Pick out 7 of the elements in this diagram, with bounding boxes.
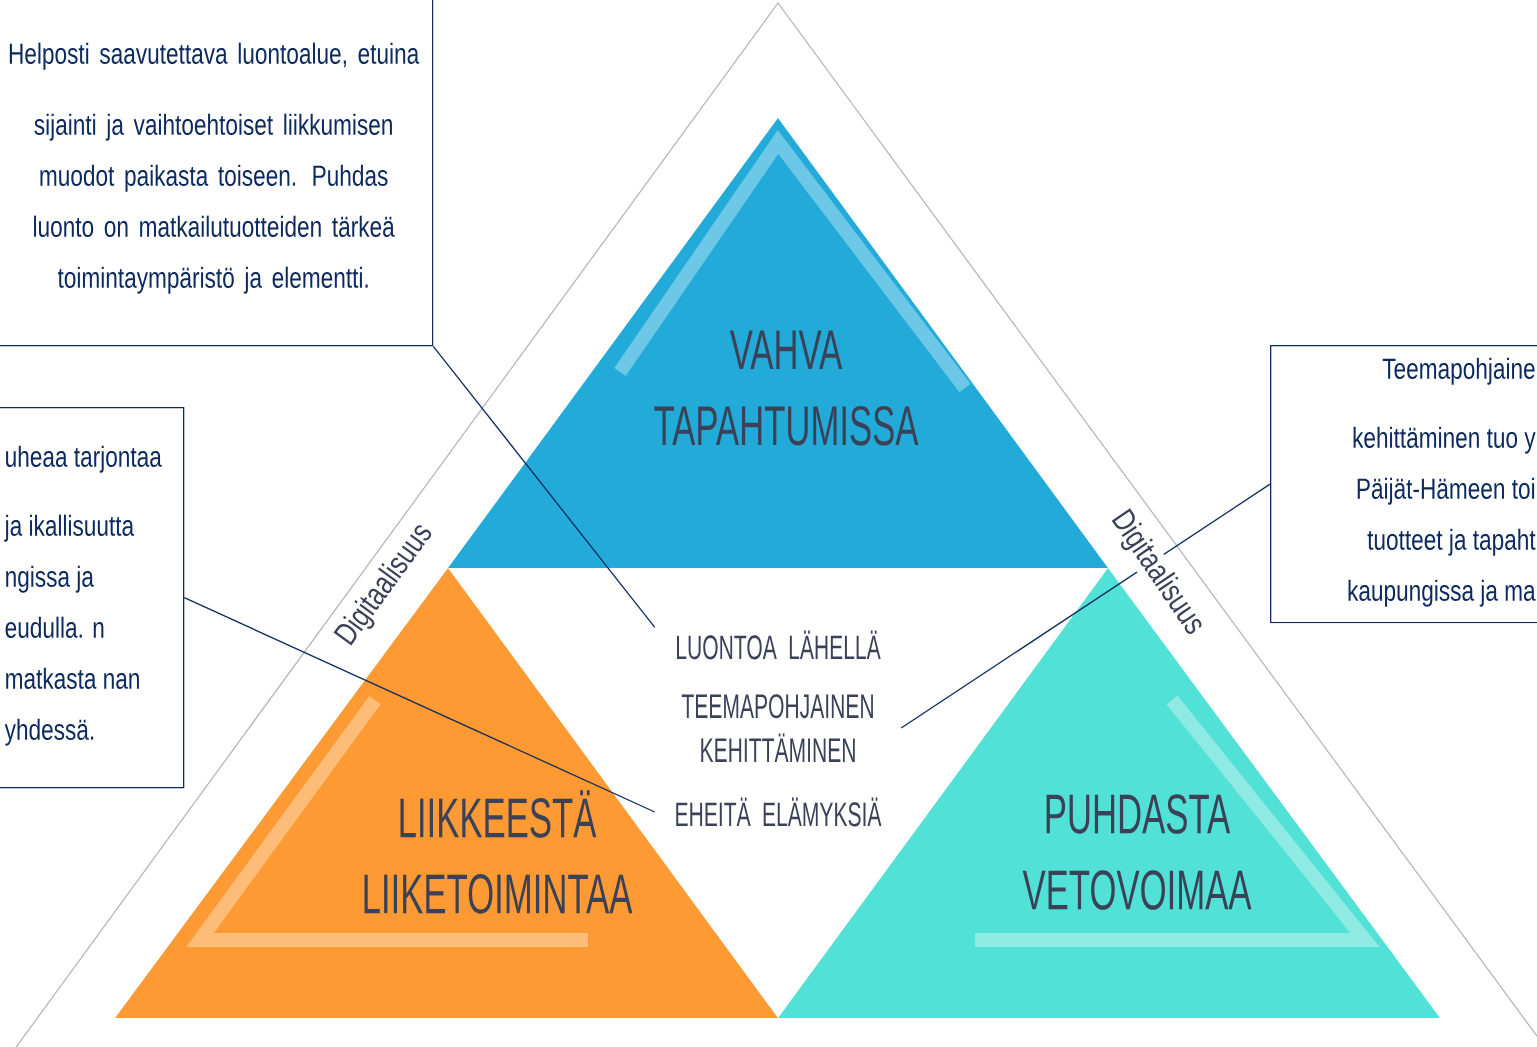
triangle: VAHVA TAPAHTUMISSA bbox=[448, 118, 1108, 568]
text-box: uheaa tarjontaa ja ikallisuutta ngissa ja eudulla. n matkasta nan yhdessä. bbox=[0, 407, 185, 789]
leader-line bbox=[432, 345, 656, 629]
leader-line bbox=[900, 483, 1271, 729]
text-box: Teemapohjaine kehittäminen tuo y Päijät-Hämeen toi tuotteet ja tapaht kaupungissa ja ma bbox=[1270, 345, 1537, 624]
text-box: Helposti saavutettava luontoalue, etuina sijainti ja vaihtoehtoiset liikkumisen muodot paikasta toiseen. Puhdas luonto on matkailutuotteiden tärkeä toimintaympäristö ja elementti. bbox=[0, 0, 434, 347]
leader-line bbox=[183, 597, 656, 813]
